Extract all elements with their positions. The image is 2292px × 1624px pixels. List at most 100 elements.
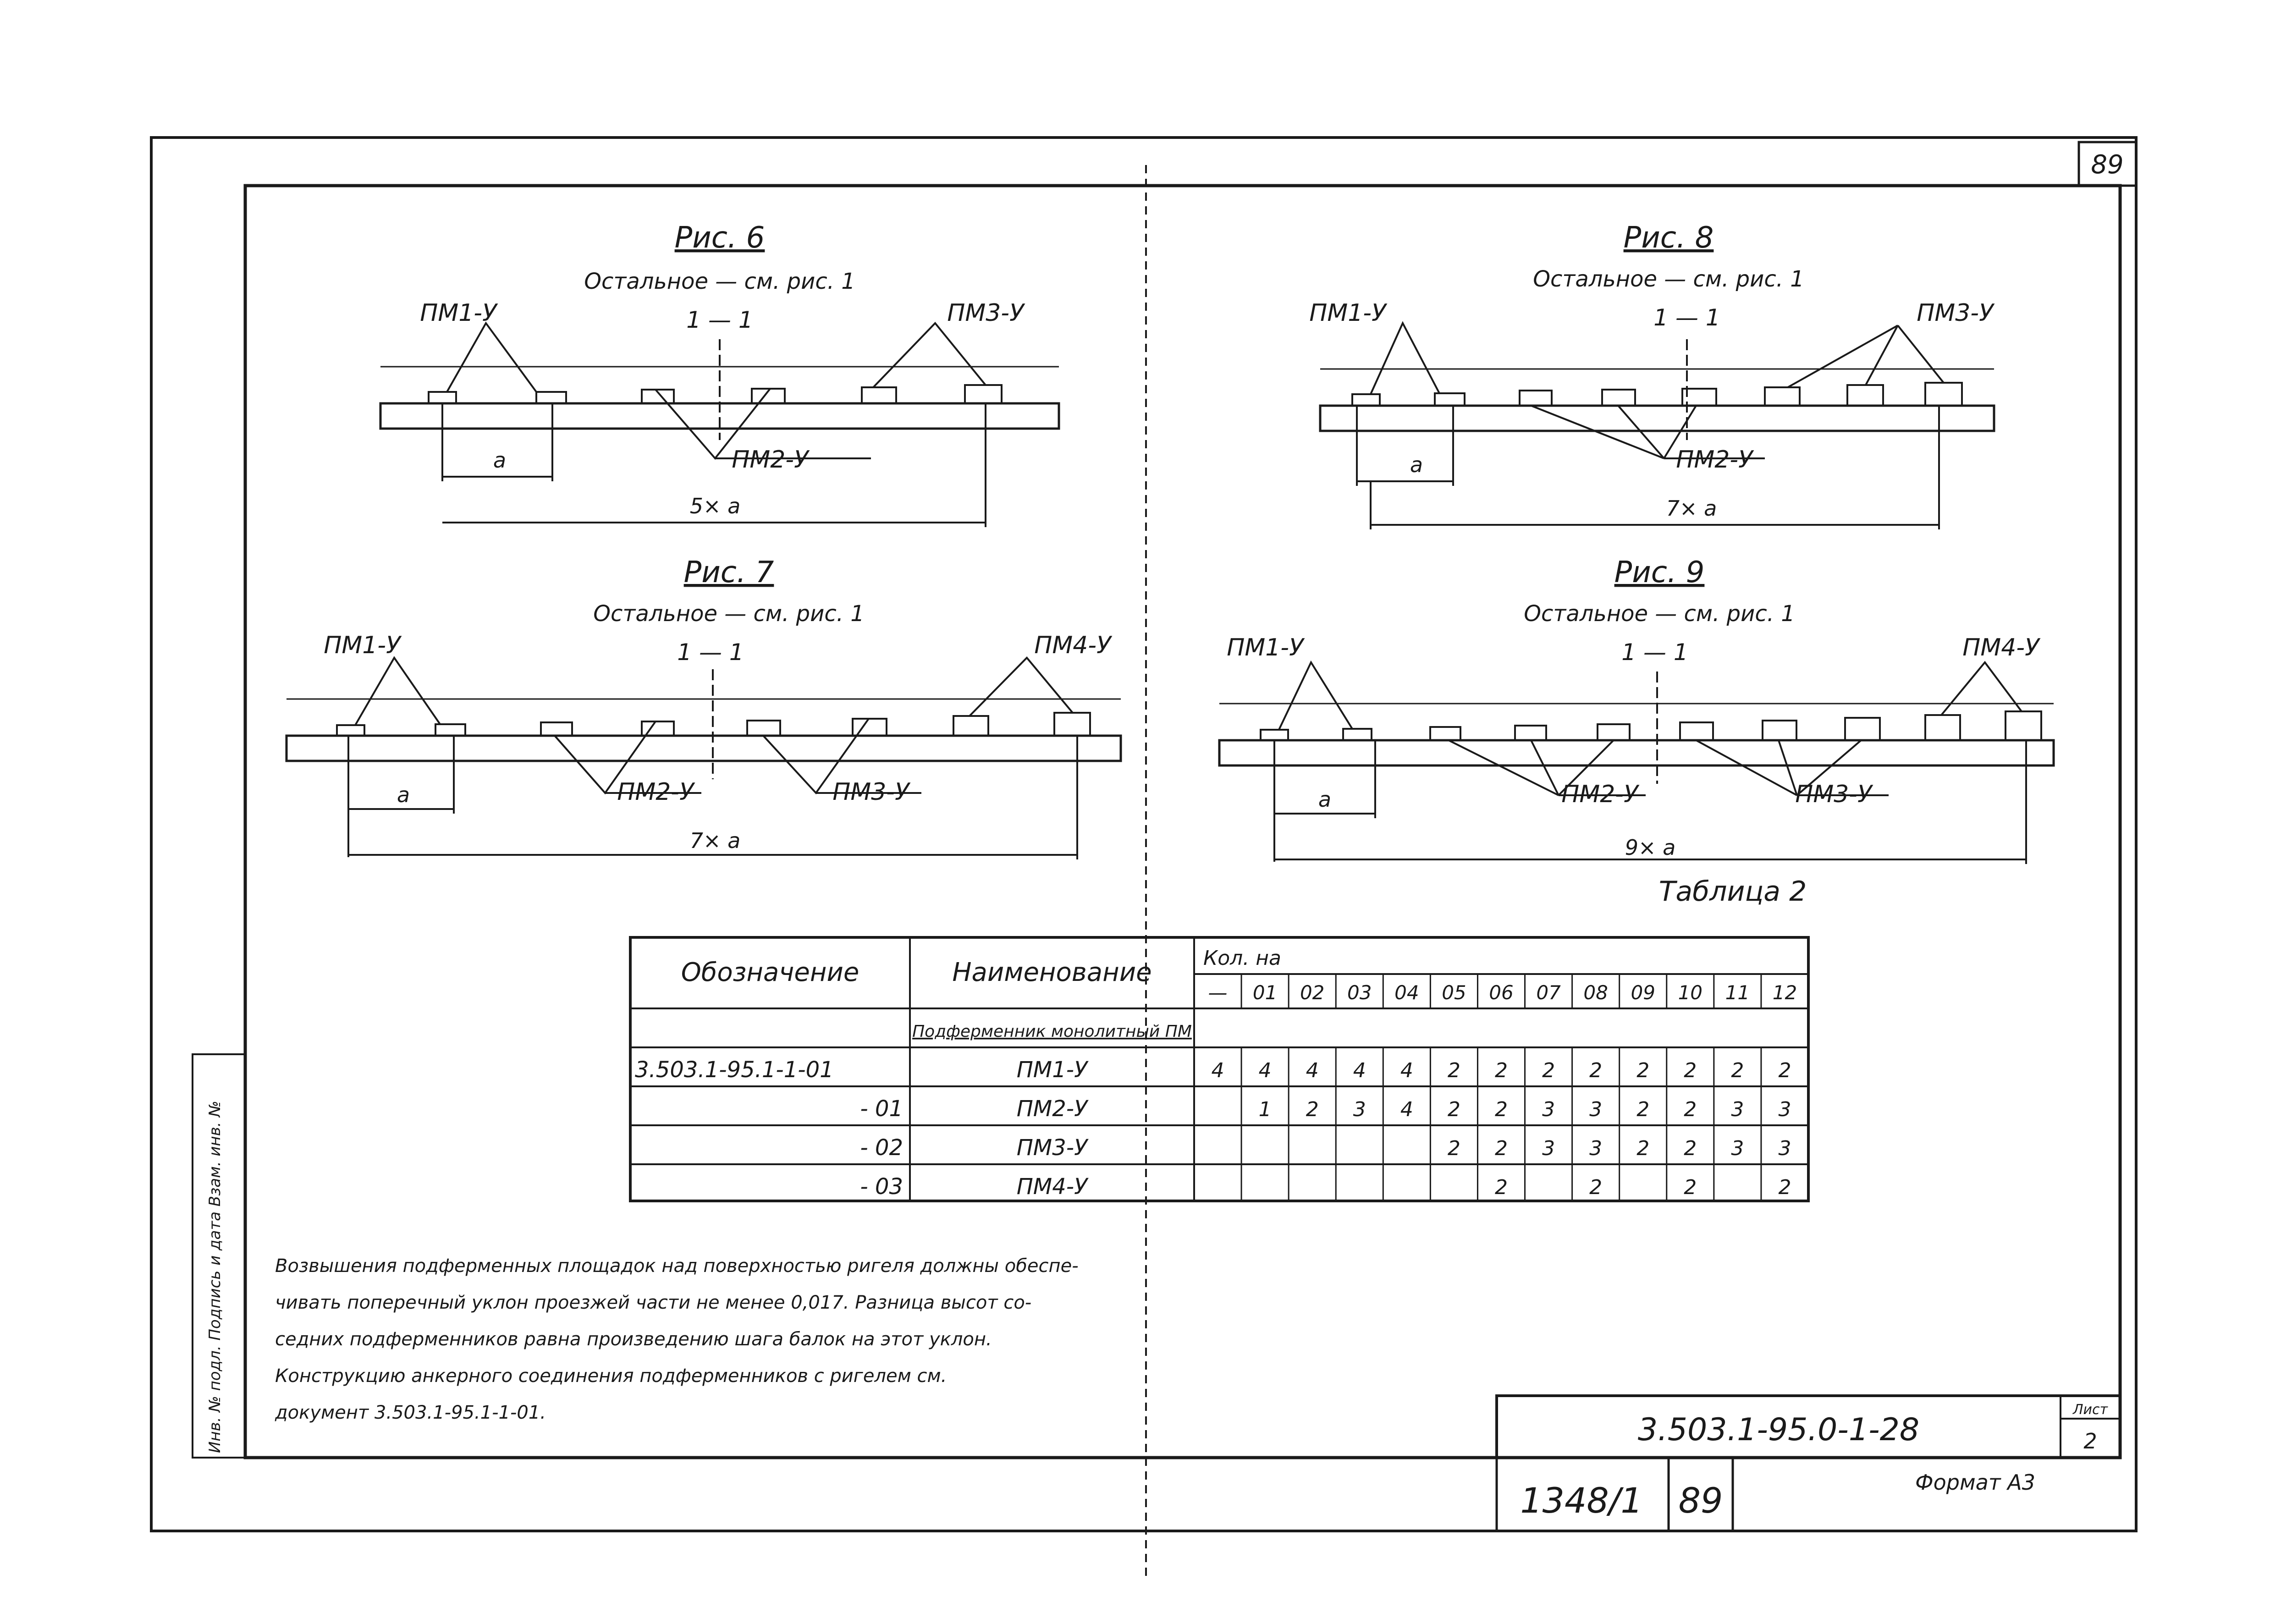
outer-frame [150,136,2138,1532]
figure-7-beam [285,734,1122,762]
archive-number: 1348/1 [1520,1480,1642,1521]
sheet-number: 89 [2091,150,2123,180]
row-2-name: ПМ2-У [1017,1096,1089,1122]
title-block: 3.503.1-95.0-1-28 Лист 2 1348/1 89 Форма… [1495,1394,2121,1531]
figure-6-note: Остальное — см. рис. 1 [584,269,855,294]
qty-cell: 4 [1212,1059,1224,1082]
page-number: 89 [1679,1480,1723,1521]
figure-7-title: Рис. 7 [684,556,774,589]
qty-cell: 2 [1448,1059,1460,1082]
figure-9: Рис. 9 Остальное — см. рис. 1 1 — 1 ПМ1-… [1218,556,2055,864]
qty-cell: 3 [1778,1137,1791,1160]
qty-cell: 4 [1259,1059,1272,1082]
figure-9-dim-total: 9× а [1625,835,1676,860]
qty-cell: 4 [1306,1059,1319,1082]
doc-code: 3.503.1-95.0-1-28 [1638,1412,1919,1448]
qty-cell: 4 [1400,1098,1413,1121]
inner-frame [243,184,2122,1459]
figure-7-label-pm1: ПМ1-У [324,632,402,659]
col-name: Наименование [952,958,1152,987]
figure-7-dim-total: 7× а [690,828,741,853]
figure-9-label-pm1: ПМ1-У [1227,634,1305,661]
qty-col-header: 12 [1773,981,1797,1004]
figure-6-label-pm1: ПМ1-У [420,299,498,327]
qty-col-header: — [1208,981,1228,1004]
qty-col-header: 02 [1300,981,1324,1004]
qty-cell: 2 [1448,1098,1460,1121]
figure-6-title: Рис. 6 [675,221,765,255]
qty-col-header: 03 [1347,981,1372,1004]
qty-cell: 3 [1542,1137,1555,1160]
qty-cell: 2 [1589,1059,1602,1082]
figure-8-label-pm2: ПМ2-У [1676,446,1754,473]
qty-cell: 1 [1259,1098,1272,1121]
qty-cell: 3 [1589,1137,1602,1160]
qty-col-header: 01 [1253,981,1277,1004]
figure-9-dim-a: а [1318,787,1331,812]
qty-col-header: 08 [1583,981,1608,1004]
figure-6-dim-a: а [493,448,506,473]
col-qty: Кол. на [1203,947,1281,970]
figure-6-section: 1 — 1 [686,307,753,333]
row-3-name: ПМ3-У [1017,1135,1089,1161]
qty-col-header: 09 [1631,981,1655,1004]
col-designation: Обозначение [681,958,860,987]
qty-cell: 4 [1400,1059,1413,1082]
qty-col-header: 06 [1489,981,1513,1004]
spec-table: Обозначение Наименование Кол. на — 01 02 03… [629,936,1810,1202]
row-1-name: ПМ1-У [1017,1057,1089,1083]
qty-cell: 2 [1684,1098,1697,1121]
format-label: Формат А3 [1915,1470,2035,1495]
qty-cell: 2 [1448,1137,1460,1160]
qty-cell: 2 [1495,1176,1508,1199]
row-4-designation: - 03 [860,1174,903,1200]
note-line-5: документ 3.503.1-95.1-1-01. [275,1402,546,1423]
qty-cell: 2 [1306,1098,1319,1121]
side-stamp-frame [192,1053,246,1459]
qty-cell: 2 [1495,1137,1508,1160]
qty-cell: 2 [1495,1098,1508,1121]
table-title: Таблица 2 [1659,875,1807,908]
qty-cell: 3 [1589,1098,1602,1121]
figure-7: Рис. 7 Остальное — см. рис. 1 1 — 1 ПМ1-… [285,556,1122,859]
figure-8-title: Рис. 8 [1624,221,1714,255]
qty-cell: 3 [1778,1098,1791,1121]
figure-8-label-pm1: ПМ1-У [1309,299,1388,327]
figure-8-beam [1319,404,1995,432]
qty-cell: 2 [1495,1059,1508,1082]
qty-cell: 4 [1353,1059,1366,1082]
sheet-value: 2 [2083,1429,2097,1453]
note-line-4: Конструкцию анкерного соединения подферм… [275,1365,947,1387]
figure-6-dim-total: 5× а [690,494,741,518]
figure-8-dim-total: 7× а [1666,496,1717,521]
figure-8: Рис. 8 Остальное — см. рис. 1 1 — 1 ПМ1-… [1309,221,1995,529]
figure-9-title: Рис. 9 [1614,556,1705,589]
note-line-3: седних подферменников равна произведению… [275,1329,992,1350]
row-2-designation: - 01 [860,1096,903,1122]
figure-6: Рис. 6 Остальное — см. рис. 1 1 — 1 ПМ1-… [379,221,1060,527]
figure-7-label-pm4: ПМ4-У [1034,632,1113,659]
row-1-designation: 3.503.1-95.1-1-01 [635,1057,834,1083]
qty-cell: 2 [1731,1059,1744,1082]
qty-cell: 2 [1636,1059,1649,1082]
qty-cell: 2 [1589,1176,1602,1199]
qty-col-header: 05 [1442,981,1466,1004]
qty-cell: 2 [1684,1176,1697,1199]
qty-cell: 2 [1778,1176,1791,1199]
figure-7-note: Остальное — см. рис. 1 [593,601,865,627]
group-row: Подферменник монолитный ПМ [912,1022,1192,1041]
side-stamp: Инв. № подл. Подпись и дата Взам. инв. № [206,1101,224,1453]
qty-col-header: 04 [1394,981,1419,1004]
qty-col-header: 10 [1678,981,1702,1004]
qty-cell: 2 [1542,1059,1555,1082]
sheet-label: Лист [2072,1402,2109,1418]
row-3-designation: - 02 [860,1135,903,1161]
note-line-1: Возвышения подферменных площадок над пов… [275,1255,1079,1277]
sheet-number-box [2077,141,2138,187]
qty-cell: 3 [1353,1098,1366,1121]
figure-9-section: 1 — 1 [1621,639,1688,666]
qty-cell: 2 [1636,1098,1649,1121]
qty-col-header: 07 [1536,981,1561,1004]
figure-6-label-pm3: ПМ3-У [947,299,1025,327]
